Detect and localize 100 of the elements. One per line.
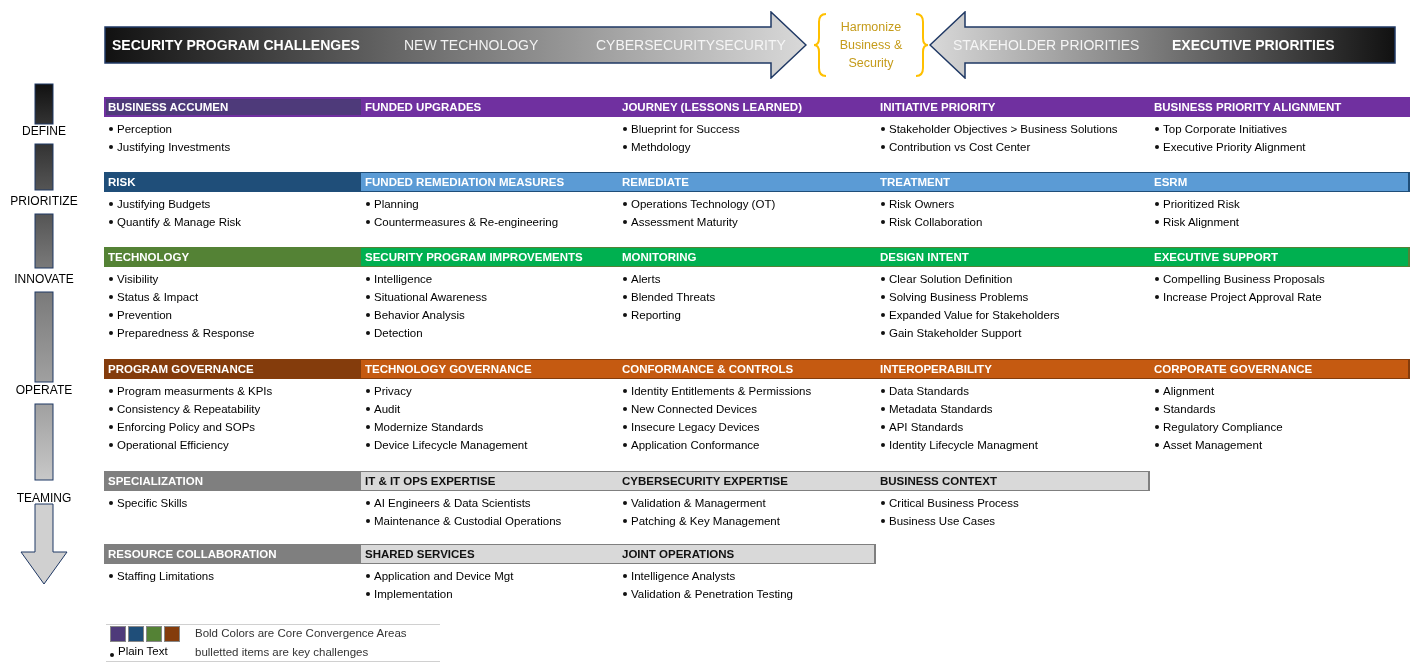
banner-text: STAKEHOLDER PRIORITIES <box>953 36 1140 54</box>
bullet-item: Alignment <box>1163 384 1215 399</box>
bullet-item: Critical Business Process <box>889 496 1019 511</box>
bullet-item: Visibility <box>117 272 159 287</box>
bullet-item: Risk Owners <box>889 197 955 212</box>
bullet-item: Regulatory Compliance <box>1163 420 1283 435</box>
bullet-item: Operational Efficiency <box>117 438 229 453</box>
bullet-item: Patching & Key Management <box>631 514 780 529</box>
bullet-item: Gain Stakeholder Support <box>889 326 1022 341</box>
bullet-item: Preparedness & Response <box>117 326 255 341</box>
section-heading: INTEROPERABILITY <box>876 360 1150 378</box>
banner-text: NEW TECHNOLOGY <box>404 36 539 54</box>
bullet-item: Implementation <box>374 587 453 602</box>
section-heading: EXECUTIVE SUPPORT <box>1150 248 1408 266</box>
section-heading: SPECIALIZATION <box>107 474 204 489</box>
bullet-item: Asset Management <box>1163 438 1263 453</box>
bullet-item: Increase Project Approval Rate <box>1163 290 1322 305</box>
bullet-item: Identity Lifecycle Managment <box>889 438 1038 453</box>
stage-label: TEAMING <box>15 491 73 505</box>
section-heading: ESRM <box>1150 173 1408 191</box>
bullet-item: Clear Solution Definition <box>889 272 1013 287</box>
bullet-item: Situational Awareness <box>374 290 487 305</box>
bullet-item: Staffing Limitations <box>117 569 214 584</box>
bullet-item: Blended Threats <box>631 290 716 305</box>
bullet-item: Enforcing Policy and SOPs <box>117 420 256 435</box>
bullet-item: Data Standards <box>889 384 969 399</box>
section-heading: DESIGN INTENT <box>876 248 1150 266</box>
bullet-item: Solving Business Problems <box>889 290 1029 305</box>
harmonize-text: Harmonize Business & Security <box>838 19 904 72</box>
bullet-item: Privacy <box>374 384 412 399</box>
section-heading: MONITORING <box>618 248 876 266</box>
bullet-item: Insecure Legacy Devices <box>631 420 760 435</box>
stage-label: DEFINE <box>21 124 67 138</box>
bullet-item: Methdology <box>631 140 691 155</box>
stage-label: INNOVATE <box>13 272 75 286</box>
bullet-item: Audit <box>374 402 401 417</box>
section-heading: BUSINESS PRIORITY ALIGNMENT <box>1150 98 1408 116</box>
bullet-item: Risk Collaboration <box>889 215 983 230</box>
bullet-item: Consistency & Repeatability <box>117 402 261 417</box>
bullet-item: Blueprint for Success <box>631 122 740 137</box>
section-heading: INITIATIVE PRIORITY <box>876 98 1150 116</box>
section-heading: CYBERSECURITY EXPERTISE <box>618 472 876 490</box>
bullet-item: Business Use Cases <box>889 514 996 529</box>
bullet-item: Justifying Investments <box>117 140 231 155</box>
banner-text: SECURITY PROGRAM CHALLENGES <box>112 36 360 54</box>
section-heading: REMEDIATE <box>618 173 876 191</box>
bullet-item: Behavior Analysis <box>374 308 465 323</box>
section-heading: BUSINESS ACCUMEN <box>107 100 230 115</box>
bullet-item: Compelling Business Proposals <box>1163 272 1325 287</box>
section-heading: FUNDED UPGRADES <box>361 98 618 116</box>
bullet-item: Standards <box>1163 402 1216 417</box>
bullet-item: Metadata Standards <box>889 402 993 417</box>
bullet-item: Contribution vs Cost Center <box>889 140 1031 155</box>
bullet-item: Stakeholder Objectives > Business Solutions <box>889 122 1118 137</box>
bullet-item: Maintenance & Custodial Operations <box>374 514 562 529</box>
bullet-item: Countermeasures & Re-engineering <box>374 215 559 230</box>
bullet-item: Justifying Budgets <box>117 197 211 212</box>
bullet-item: Prioritized Risk <box>1163 197 1240 212</box>
bullet-item: Reporting <box>631 308 681 323</box>
section-heading: PROGRAM GOVERNANCE <box>107 362 255 377</box>
bullet-item: Operations Technology (OT) <box>631 197 776 212</box>
bullet-item: Quantify & Manage Risk <box>117 215 241 230</box>
banner-text: EXECUTIVE PRIORITIES <box>1172 36 1335 54</box>
section-heading: CONFORMANCE & CONTROLS <box>618 360 876 378</box>
section-heading: TREATMENT <box>876 173 1150 191</box>
section-heading: IT & IT OPS EXPERTISE <box>361 472 618 490</box>
bullet-item: Assessment Maturity <box>631 215 738 230</box>
bullet-item: Executive Priority Alignment <box>1163 140 1306 155</box>
bullet-item: Application Conformance <box>631 438 760 453</box>
bullet-item: Modernize Standards <box>374 420 484 435</box>
section-heading: BUSINESS CONTEXT <box>876 472 1148 490</box>
bullet-item: New Connected Devices <box>631 402 757 417</box>
bullet-item: Prevention <box>117 308 172 323</box>
bullet-item: Specific Skills <box>117 496 188 511</box>
stage-label: OPERATE <box>14 383 74 397</box>
bullet-item: Status & Impact <box>117 290 199 305</box>
bullet-item: Validation & Penetration Testing <box>631 587 793 602</box>
bullet-item: Application and Device Mgt <box>374 569 514 584</box>
section-heading: SECURITY PROGRAM IMPROVEMENTS <box>361 248 618 266</box>
bullet-item: Program measurments & KPIs <box>117 384 273 399</box>
bullet-item: Identity Entitlements & Permissions <box>631 384 812 399</box>
bullet-item: Validation & Managerment <box>631 496 766 511</box>
section-heading: CORPORATE GOVERNANCE <box>1150 360 1408 378</box>
section-heading: SHARED SERVICES <box>361 545 618 563</box>
bullet-item: Detection <box>374 326 423 341</box>
section-heading: TECHNOLOGY GOVERNANCE <box>361 360 618 378</box>
bullet-item: Risk Alignment <box>1163 215 1240 230</box>
bullet-item: Top Corporate Initiatives <box>1163 122 1287 137</box>
bullet-item: Expanded Value for Stakeholders <box>889 308 1060 323</box>
bullet-item: Device Lifecycle Management <box>374 438 528 453</box>
bullet-item: Alerts <box>631 272 661 287</box>
legend-text: Bold Colors are Core Convergence Areas <box>195 627 407 639</box>
section-heading: FUNDED REMEDIATION MEASURES <box>361 173 618 191</box>
section-heading: RISK <box>107 175 137 190</box>
bullet-item: Planning <box>374 197 419 212</box>
bullet-item: Perception <box>117 122 172 137</box>
stage-label: PRIORITIZE <box>9 194 79 208</box>
bullet-item: Intelligence <box>374 272 433 287</box>
legend-text: bulletted items are key challenges <box>195 646 369 658</box>
legend-sample: Plain Text <box>118 645 168 657</box>
